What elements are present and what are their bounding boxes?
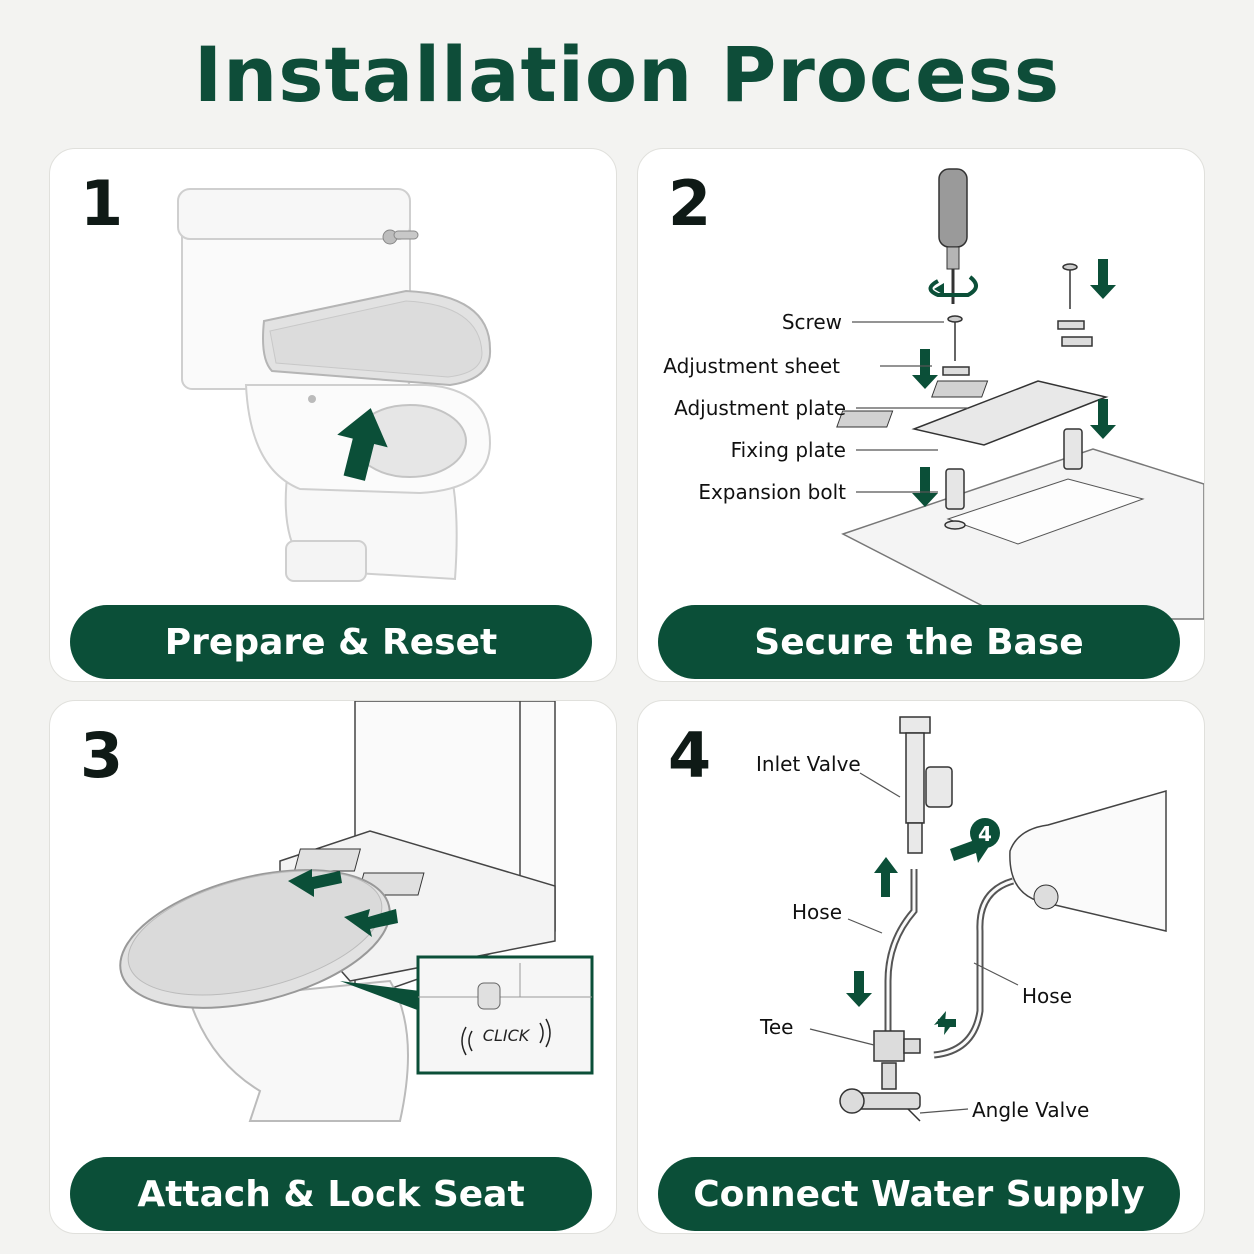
callout-hose-left: Hose [792,900,842,924]
base-assembly-diagram: Screw Adjustment sheet Adjustment plate … [663,168,1204,620]
step-marker-badge: 4 [978,822,992,846]
step-card-4: 4 Inlet Valve Hose Hose Tee Angle Valve … [637,700,1205,1234]
callout-adjustment-plate: Adjustment plate [674,396,846,420]
step-card-1: 1 Prepare & Reset [49,148,617,682]
click-text: CLICK [483,1026,531,1045]
callout-hose-right: Hose [1022,984,1072,1008]
step-banner: Connect Water Supply [658,1157,1180,1231]
page-title: Installation Process [193,30,1061,119]
callout-expansion-bolt: Expansion bolt [698,480,846,504]
callout-angle-valve: Angle Valve [972,1098,1089,1122]
screwdriver-icon [928,168,978,304]
step-banner: Prepare & Reset [70,605,592,679]
step-card-2: Screw Adjustment sheet Adjustment plate … [637,148,1205,682]
up-arrow-icon [337,408,388,481]
step-card-3: CLICK 3 Attach & Lock Seat [49,700,617,1234]
callout-adjustment-sheet: Adjustment sheet [663,354,840,378]
callout-screw: Screw [782,310,842,334]
step-number: 1 [80,167,124,240]
step-number: 3 [80,719,124,792]
callout-tee: Tee [759,1015,793,1039]
step-number: 2 [668,167,712,240]
sound-waves-icon [461,1018,551,1056]
toilet-illustration [177,188,492,582]
step-banner: Attach & Lock Seat [70,1157,592,1231]
water-supply-diagram: 4 Inlet Valve Hose Hose Tee Angle Valve [756,716,1167,1122]
callout-fixing-plate: Fixing plate [731,438,846,462]
step-banner: Secure the Base [658,605,1180,679]
callout-inlet-valve: Inlet Valve [756,752,861,776]
step-number: 4 [668,719,712,792]
seat-attach-illustration: CLICK [119,701,594,1122]
